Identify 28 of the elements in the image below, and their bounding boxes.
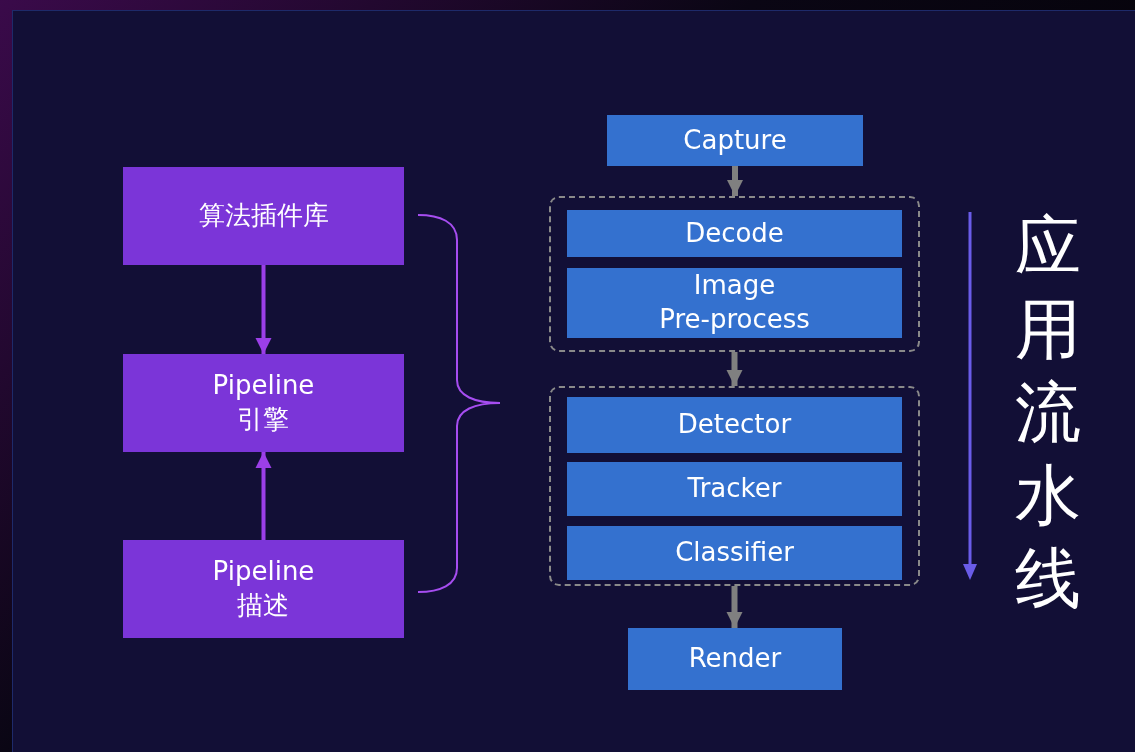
arrow (726, 352, 743, 386)
step-label: Decode (685, 216, 784, 250)
step-label: Classifier (675, 536, 794, 570)
step-label: Pipeline 描述 (212, 555, 315, 622)
step-label: Pipeline 引擎 (212, 369, 315, 436)
step-label: Capture (683, 123, 787, 157)
process-box (567, 210, 902, 257)
arrow (255, 265, 272, 354)
process-box (123, 354, 404, 452)
arrow (727, 166, 743, 196)
process-box (567, 526, 902, 580)
process-box (123, 167, 404, 265)
process-box (567, 268, 902, 338)
arrow (255, 452, 272, 540)
process-box (607, 115, 863, 166)
step-label: Detector (677, 408, 792, 442)
step-label: 算法插件库 (198, 199, 329, 233)
step-label: Render (688, 642, 782, 676)
process-box (123, 540, 404, 638)
step-label: Tracker (687, 472, 782, 506)
step-label: Image Pre-process (659, 269, 810, 336)
process-box (567, 397, 902, 453)
dashed-frame (549, 196, 920, 352)
process-box (567, 462, 902, 516)
dashed-frame (549, 386, 920, 586)
arrow (726, 586, 743, 628)
process-box (628, 628, 842, 690)
vertical-title: 应用流水线 (1014, 207, 1082, 619)
